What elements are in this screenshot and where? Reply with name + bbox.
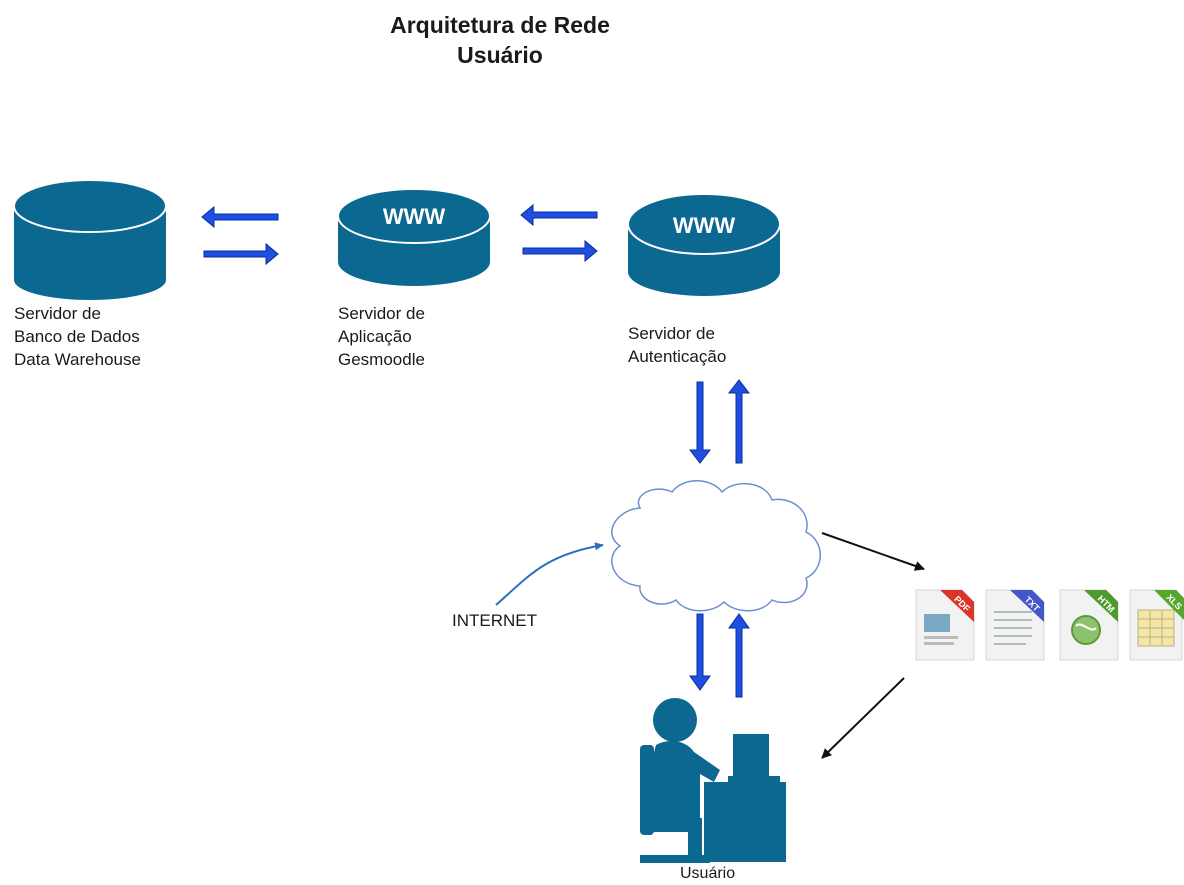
www-badge-app: WWW	[383, 204, 446, 229]
arrow-right-db-app	[203, 242, 279, 266]
internet-label: INTERNET	[452, 611, 537, 630]
pdf-document-icon: PDF	[915, 589, 975, 661]
xls-document-icon: XLS	[1129, 589, 1184, 661]
cloud-to-documents-arrow	[821, 532, 925, 571]
htm-document-icon: HTM	[1059, 589, 1119, 661]
www-badge-auth: WWW	[673, 213, 736, 238]
internet-cloud-icon	[611, 480, 821, 612]
application-server-icon: WWW	[337, 188, 491, 286]
documents-to-user-arrow	[821, 677, 905, 759]
internet-connector-line	[495, 542, 604, 606]
cloud-user-link-arrows	[689, 613, 750, 698]
arrow-up-cloud-user	[728, 613, 750, 698]
user-label: Usuário	[680, 865, 736, 882]
arrow-left-app-auth	[520, 203, 598, 227]
db-app-link-arrows	[201, 205, 279, 266]
arrow-left-db-app	[201, 205, 279, 229]
diagram-subtitle: Usuário	[457, 42, 543, 68]
arrow-down-auth-cloud	[688, 381, 712, 464]
diagram-title: Arquitetura de Rede	[390, 12, 610, 38]
auth-server-label: Servidor de Autenticação	[628, 324, 727, 366]
authentication-server-icon: WWW	[627, 193, 781, 296]
app-server-label: Servidor de Aplicação Gesmoodle	[338, 304, 425, 369]
arrow-right-app-auth	[522, 239, 598, 263]
db-server-label: Servidor de Banco de Dados Data Warehous…	[14, 304, 141, 369]
arrow-down-cloud-user	[689, 613, 711, 691]
user-workstation-icon	[640, 698, 786, 863]
arrow-up-auth-cloud	[727, 379, 751, 464]
auth-cloud-link-arrows	[688, 379, 751, 464]
txt-document-icon: TXT	[985, 589, 1045, 661]
app-auth-link-arrows	[520, 203, 598, 263]
database-server-icon	[13, 179, 167, 300]
